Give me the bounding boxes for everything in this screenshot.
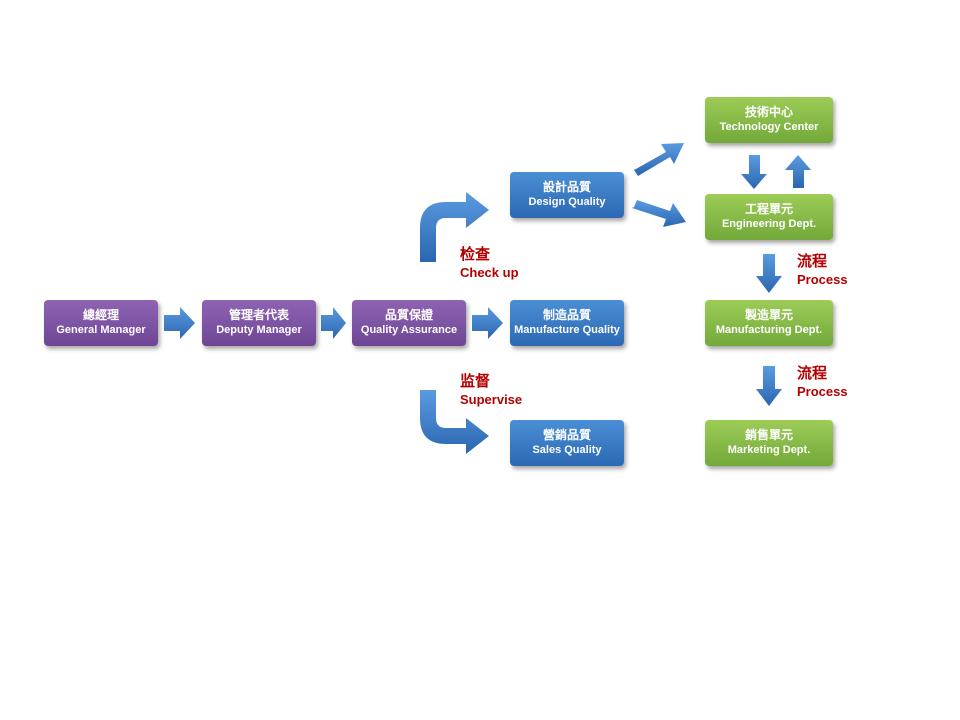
design-quality-box: 設計品質 Design Quality (510, 172, 624, 218)
quality-assurance-zh: 品質保證 (384, 308, 433, 322)
arrow-technology-down (741, 155, 767, 189)
manufacture-quality-box: 制造品質 Manufacture Quality (510, 300, 624, 346)
process-1-zh: 流程 (797, 252, 828, 270)
manufacture-quality-en: Manufacture Quality (514, 324, 620, 336)
check-up-label: 检查 Check up (460, 245, 519, 281)
process-2-en: Process (797, 384, 848, 399)
arrow-design-to-technology (634, 143, 684, 176)
design-quality-zh: 設計品質 (542, 180, 591, 194)
manufacturing-dept-zh: 製造單元 (744, 308, 793, 322)
check-up-en: Check up (460, 265, 519, 280)
process-1-en: Process (797, 272, 848, 287)
process-2-zh: 流程 (797, 364, 828, 382)
deputy-manager-box: 管理者代表 Deputy Manager (202, 300, 316, 346)
marketing-dept-box: 銷售單元 Marketing Dept. (705, 420, 833, 466)
arrow-engineering-to-manufacturing (756, 254, 782, 293)
quality-assurance-box: 品質保證 Quality Assurance (352, 300, 466, 346)
supervise-en: Supervise (460, 392, 523, 407)
technology-center-zh: 技術中心 (744, 105, 793, 119)
sales-quality-en: Sales Quality (532, 444, 602, 456)
process-label-2: 流程 Process (797, 364, 848, 400)
manufacturing-dept-box: 製造單元 Manufacturing Dept. (705, 300, 833, 346)
arrow-supervise (420, 390, 489, 454)
general-manager-box: 總經理 General Manager (44, 300, 158, 346)
technology-center-box: 技術中心 Technology Center (705, 97, 833, 143)
arrow-gm-to-deputy (164, 307, 195, 339)
supervise-zh: 监督 (460, 372, 491, 390)
quality-assurance-en: Quality Assurance (360, 324, 458, 336)
supervise-label: 监督 Supervise (460, 372, 522, 408)
arrow-engineering-up (785, 155, 811, 188)
deputy-manager-zh: 管理者代表 (228, 308, 289, 322)
engineering-dept-zh: 工程單元 (744, 202, 793, 216)
general-manager-en: General Manager (56, 324, 146, 336)
engineering-dept-en: Engineering Dept. (721, 218, 817, 230)
general-manager-zh: 總經理 (82, 308, 119, 322)
design-quality-en: Design Quality (528, 196, 606, 208)
manufacturing-dept-en: Manufacturing Dept. (715, 324, 823, 336)
check-up-zh: 检查 (460, 245, 491, 263)
arrow-manufacturing-to-marketing (756, 366, 782, 406)
arrow-check-up (420, 192, 489, 262)
arrow-qa-to-manufacture (472, 307, 503, 339)
manufacture-quality-zh: 制造品質 (542, 308, 591, 322)
deputy-manager-en: Deputy Manager (216, 324, 302, 336)
process-label-1: 流程 Process (797, 252, 848, 288)
marketing-dept-zh: 銷售單元 (744, 428, 793, 442)
sales-quality-box: 營銷品質 Sales Quality (510, 420, 624, 466)
arrow-deputy-to-qa (321, 307, 346, 339)
arrow-design-to-engineering (632, 200, 686, 227)
marketing-dept-en: Marketing Dept. (727, 444, 811, 456)
sales-quality-zh: 營銷品質 (542, 428, 591, 442)
engineering-dept-box: 工程單元 Engineering Dept. (705, 194, 833, 240)
technology-center-en: Technology Center (719, 121, 819, 133)
